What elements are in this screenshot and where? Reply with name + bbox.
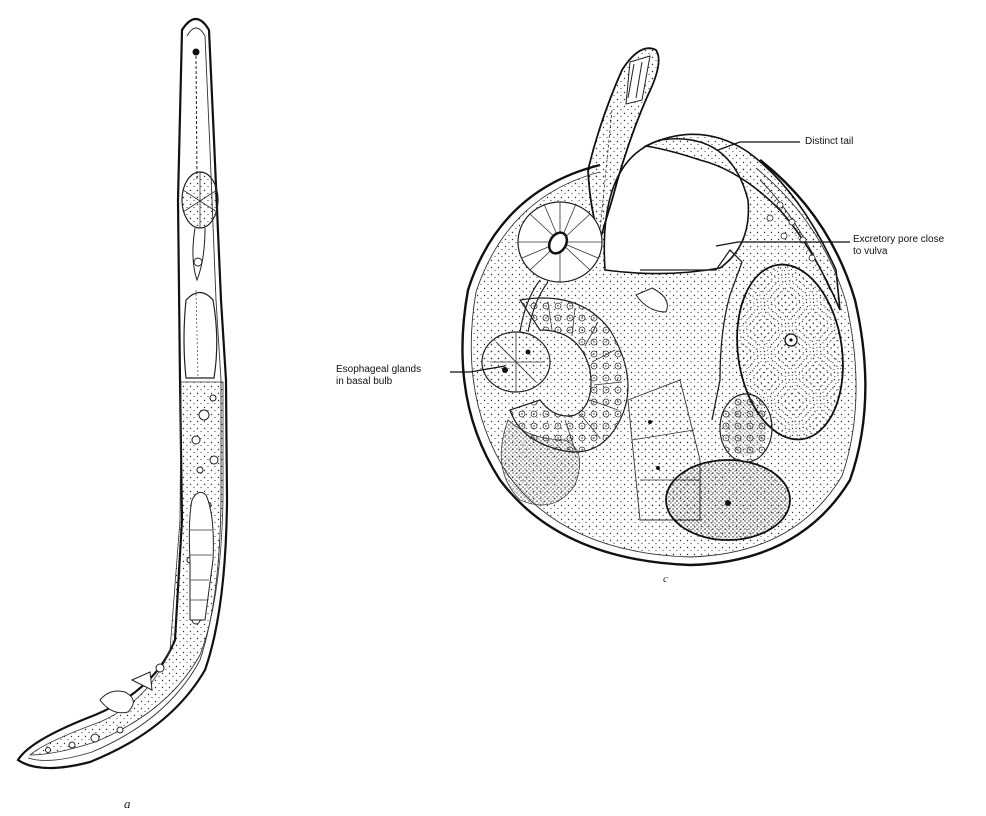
label-esophageal-glands-line2: in basal bulb [336, 376, 421, 388]
panel-c-letter: c [663, 573, 668, 585]
label-esophageal-glands: Esophageal glands in basal bulb [336, 364, 421, 388]
label-excretory-pore-line2: to vulva [853, 246, 944, 258]
median-bulb [518, 202, 602, 282]
coiled-female-nematode [462, 48, 865, 565]
panel-a-letter: a [124, 796, 131, 811]
label-esophageal-glands-line1: Esophageal glands [336, 364, 421, 376]
label-excretory-pore-line1: Excretory pore close [853, 234, 944, 246]
label-excretory-pore: Excretory pore close to vulva [853, 234, 944, 258]
juvenile-nematode-body [18, 19, 227, 768]
label-distinct-tail: Distinct tail [805, 136, 853, 148]
